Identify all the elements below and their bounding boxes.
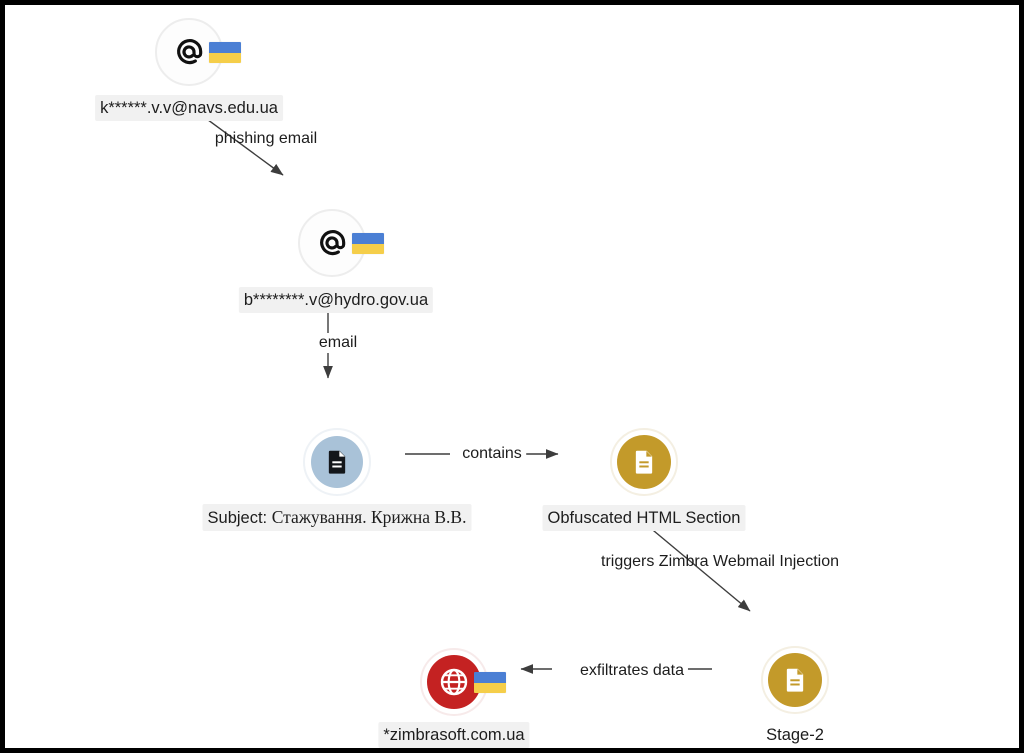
edge-label-email: email	[314, 333, 362, 353]
edge-label-exfiltrates: exfiltrates data	[575, 661, 689, 681]
email-subject-label: Subject: Стажування. Крижна В.В.	[202, 504, 472, 531]
obfuscated-html-circle	[610, 428, 678, 496]
stage-2-circle	[761, 646, 829, 714]
stage-2-label: Stage-2	[766, 726, 824, 744]
edge-label-phishing-email: phishing email	[214, 130, 318, 147]
c2-domain-label: *zimbrasoft.com.ua	[378, 722, 530, 748]
ukraine-flag-icon	[209, 42, 241, 63]
ukraine-flag-icon	[352, 233, 384, 254]
c2-domain-circle	[420, 648, 488, 716]
recipient-email-label: b********.v@hydro.gov.ua	[238, 287, 434, 313]
document-icon	[328, 450, 346, 474]
obfuscated-html-label: Obfuscated HTML Section	[542, 505, 746, 531]
edge-label-contains: contains	[458, 444, 526, 464]
document-icon	[786, 668, 804, 692]
subject-prefix: Subject:	[207, 509, 268, 527]
email-subject-circle	[303, 428, 371, 496]
email-at-icon	[320, 230, 346, 256]
subject-cyrillic: Стажування. Крижна В.В.	[271, 507, 467, 527]
edge-label-triggers: triggers Zimbra Webmail Injection	[600, 553, 840, 570]
document-icon	[635, 450, 653, 474]
sender-email-label: k******.v.v@navs.edu.ua	[95, 95, 283, 121]
email-at-icon	[177, 39, 203, 65]
ukraine-flag-icon	[474, 672, 506, 693]
globe-icon	[440, 668, 468, 696]
